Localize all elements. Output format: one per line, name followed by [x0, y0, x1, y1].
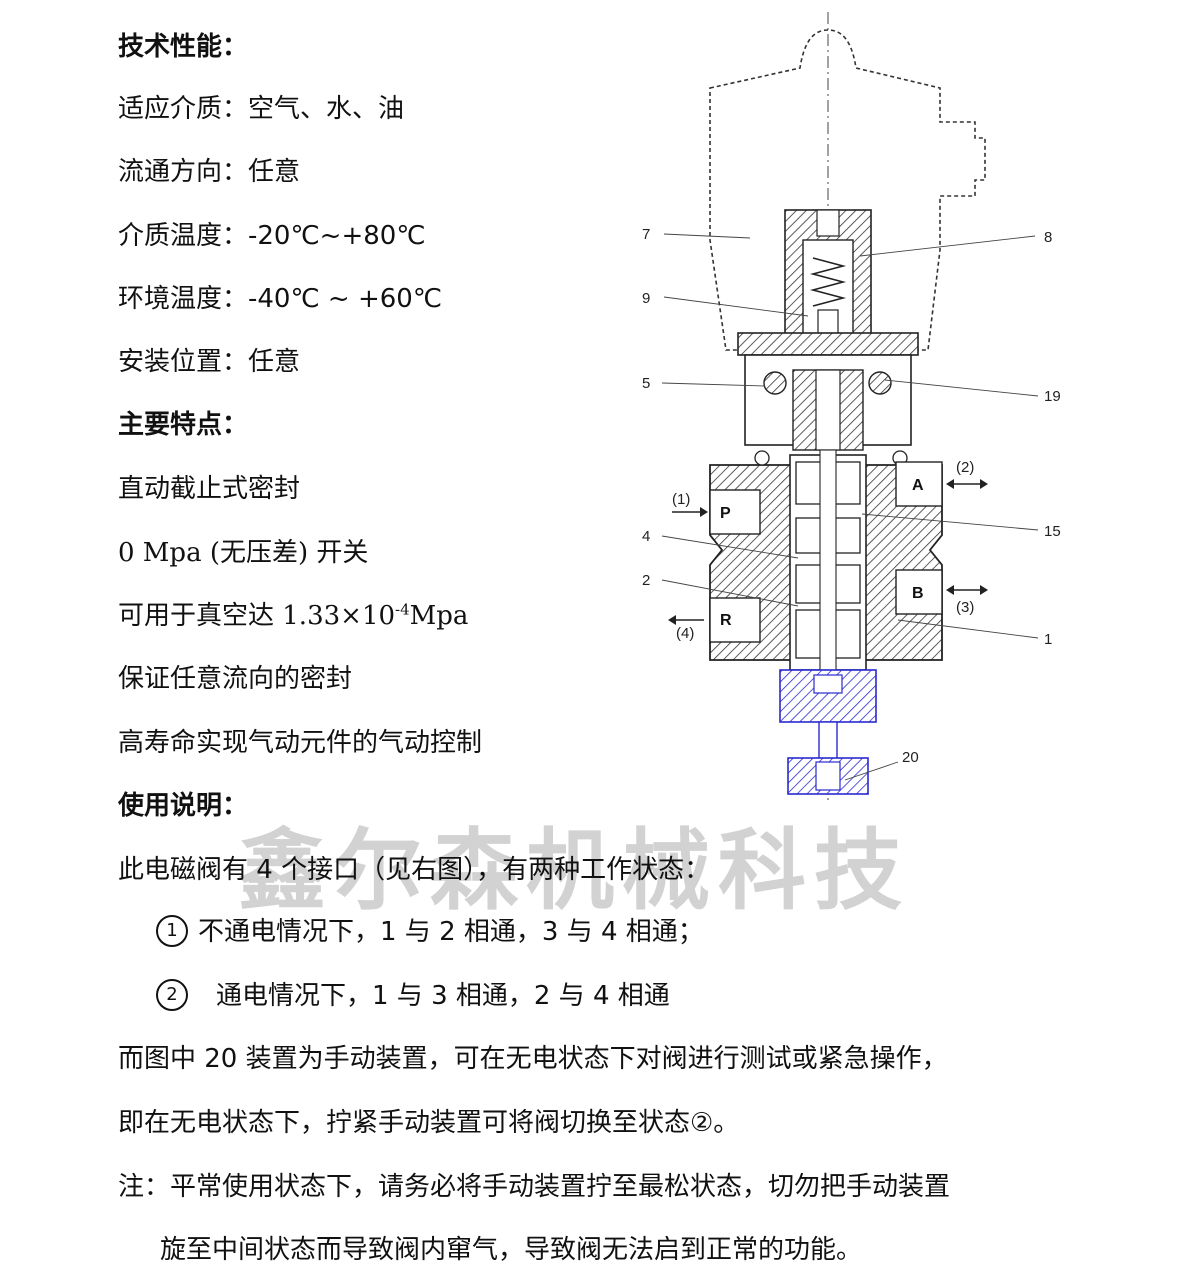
callout-7: 7 — [642, 226, 650, 243]
o-ring-right — [868, 371, 892, 395]
feature-3-unit: Mpa — [409, 601, 469, 631]
leader-9 — [663, 296, 809, 317]
stem-upper — [815, 369, 841, 451]
leader-4 — [661, 535, 799, 559]
leader-7 — [663, 233, 751, 239]
callout-20: 20 — [902, 749, 919, 766]
arrow-r-out-head — [668, 615, 676, 625]
port-r-label: R — [720, 612, 732, 629]
tech-heading: 技术性能： — [118, 32, 249, 62]
manual-device-knob-core — [815, 761, 841, 791]
valve-cross-section-diagram: P R A B (1) (4) (2) (3) 7 8 9 5 19 4 15 … — [642, 12, 1061, 800]
arrow-p-in-head — [700, 507, 708, 517]
state-1-marker: 1 — [156, 914, 188, 947]
leader-2 — [661, 579, 799, 607]
arrow-b-head-right — [980, 585, 988, 595]
mounting-flange — [737, 332, 919, 356]
arrow-a-head-right — [980, 479, 988, 489]
armature-top-plug — [816, 209, 840, 237]
port-a-number: (2) — [956, 459, 974, 476]
feature-2: 0 Mpa (无压差) 开关 — [118, 538, 369, 568]
feature-1: 直动截止式密封 — [118, 474, 301, 504]
leader-20 — [844, 761, 899, 781]
usage-heading: 使用说明： — [118, 791, 249, 821]
state-2-marker: 2 — [156, 978, 188, 1011]
feature-3-main: 可用于真空达 1.33×10 — [118, 601, 396, 631]
usage-intro: 此电磁阀有 4 个接口（见右图），有两种工作状态： — [118, 855, 711, 885]
leader-5 — [661, 382, 766, 387]
port-a — [895, 461, 943, 507]
note-text-2: 旋至中间状态而导致阀内窜气，导致阀无法启到正常的功能。 — [160, 1235, 863, 1265]
features-heading: 主要特点： — [118, 410, 249, 440]
leader-19 — [884, 379, 1039, 397]
port-r — [709, 597, 761, 643]
callout-1: 1 — [1044, 631, 1052, 648]
leader-15 — [861, 513, 1039, 531]
callout-5: 5 — [642, 375, 650, 392]
port-a-label: A — [912, 477, 924, 494]
port-p-number: (1) — [672, 491, 690, 508]
state-2: 2 通电情况下，1 与 3 相通，2 与 4 相通 — [156, 978, 670, 1013]
port-p-label: P — [720, 505, 731, 522]
port-r-number: (4) — [676, 625, 694, 642]
callout-15: 15 — [1044, 523, 1061, 540]
manual-device-seat — [813, 674, 843, 694]
port-b-label: B — [912, 585, 924, 602]
watermark: 鑫尔森机械科技 — [238, 819, 911, 922]
o-ring-left — [763, 371, 787, 395]
state-1: 1 不通电情况下，1 与 2 相通，3 与 4 相通； — [156, 914, 704, 949]
arrow-a-head-left — [946, 479, 954, 489]
callout-19: 19 — [1044, 388, 1061, 405]
manual-text-1: 而图中 20 装置为手动装置，可在无电状态下对阀进行测试或紧急操作， — [118, 1044, 948, 1074]
feature-4: 保证任意流向的密封 — [118, 664, 353, 694]
state-2-text: 通电情况下，1 与 3 相通，2 与 4 相通 — [216, 981, 670, 1011]
state-1-text: 不通电情况下，1 与 2 相通，3 与 4 相通； — [198, 917, 704, 947]
tech-flow: 流通方向：任意 — [118, 157, 301, 187]
note-text-1: 注：平常使用状态下，请务必将手动装置拧至最松状态，切勿把手动装置 — [118, 1172, 951, 1202]
mount-hole-left — [754, 450, 770, 466]
leader-8 — [859, 235, 1036, 257]
manual-text-2: 即在无电状态下，拧紧手动装置可将阀切换至状态②。 — [118, 1108, 740, 1138]
port-b — [895, 569, 943, 615]
callout-9: 9 — [642, 290, 650, 307]
tech-medium-temp: 介质温度：-20℃~+80℃ — [118, 221, 426, 251]
arrow-b-head-left — [946, 585, 954, 595]
tech-medium: 适应介质：空气、水、油 — [118, 94, 405, 124]
leader-1 — [897, 619, 1039, 639]
port-p — [709, 489, 761, 535]
feature-3-exponent: -4 — [395, 600, 410, 619]
spool-stem — [819, 449, 837, 671]
port-b-number: (3) — [956, 599, 974, 616]
callout-8: 8 — [1044, 229, 1052, 246]
callout-4: 4 — [642, 528, 650, 545]
callout-2: 2 — [642, 572, 650, 589]
spring — [809, 257, 847, 307]
tech-install: 安装位置：任意 — [118, 347, 301, 377]
tech-env-temp: 环境温度：-40℃ ~ +60℃ — [118, 284, 443, 314]
feature-5: 高寿命实现气动元件的气动控制 — [118, 728, 483, 758]
solenoid-housing — [709, 29, 986, 351]
feature-3: 可用于真空达 1.33×10-4Mpa — [118, 599, 468, 633]
